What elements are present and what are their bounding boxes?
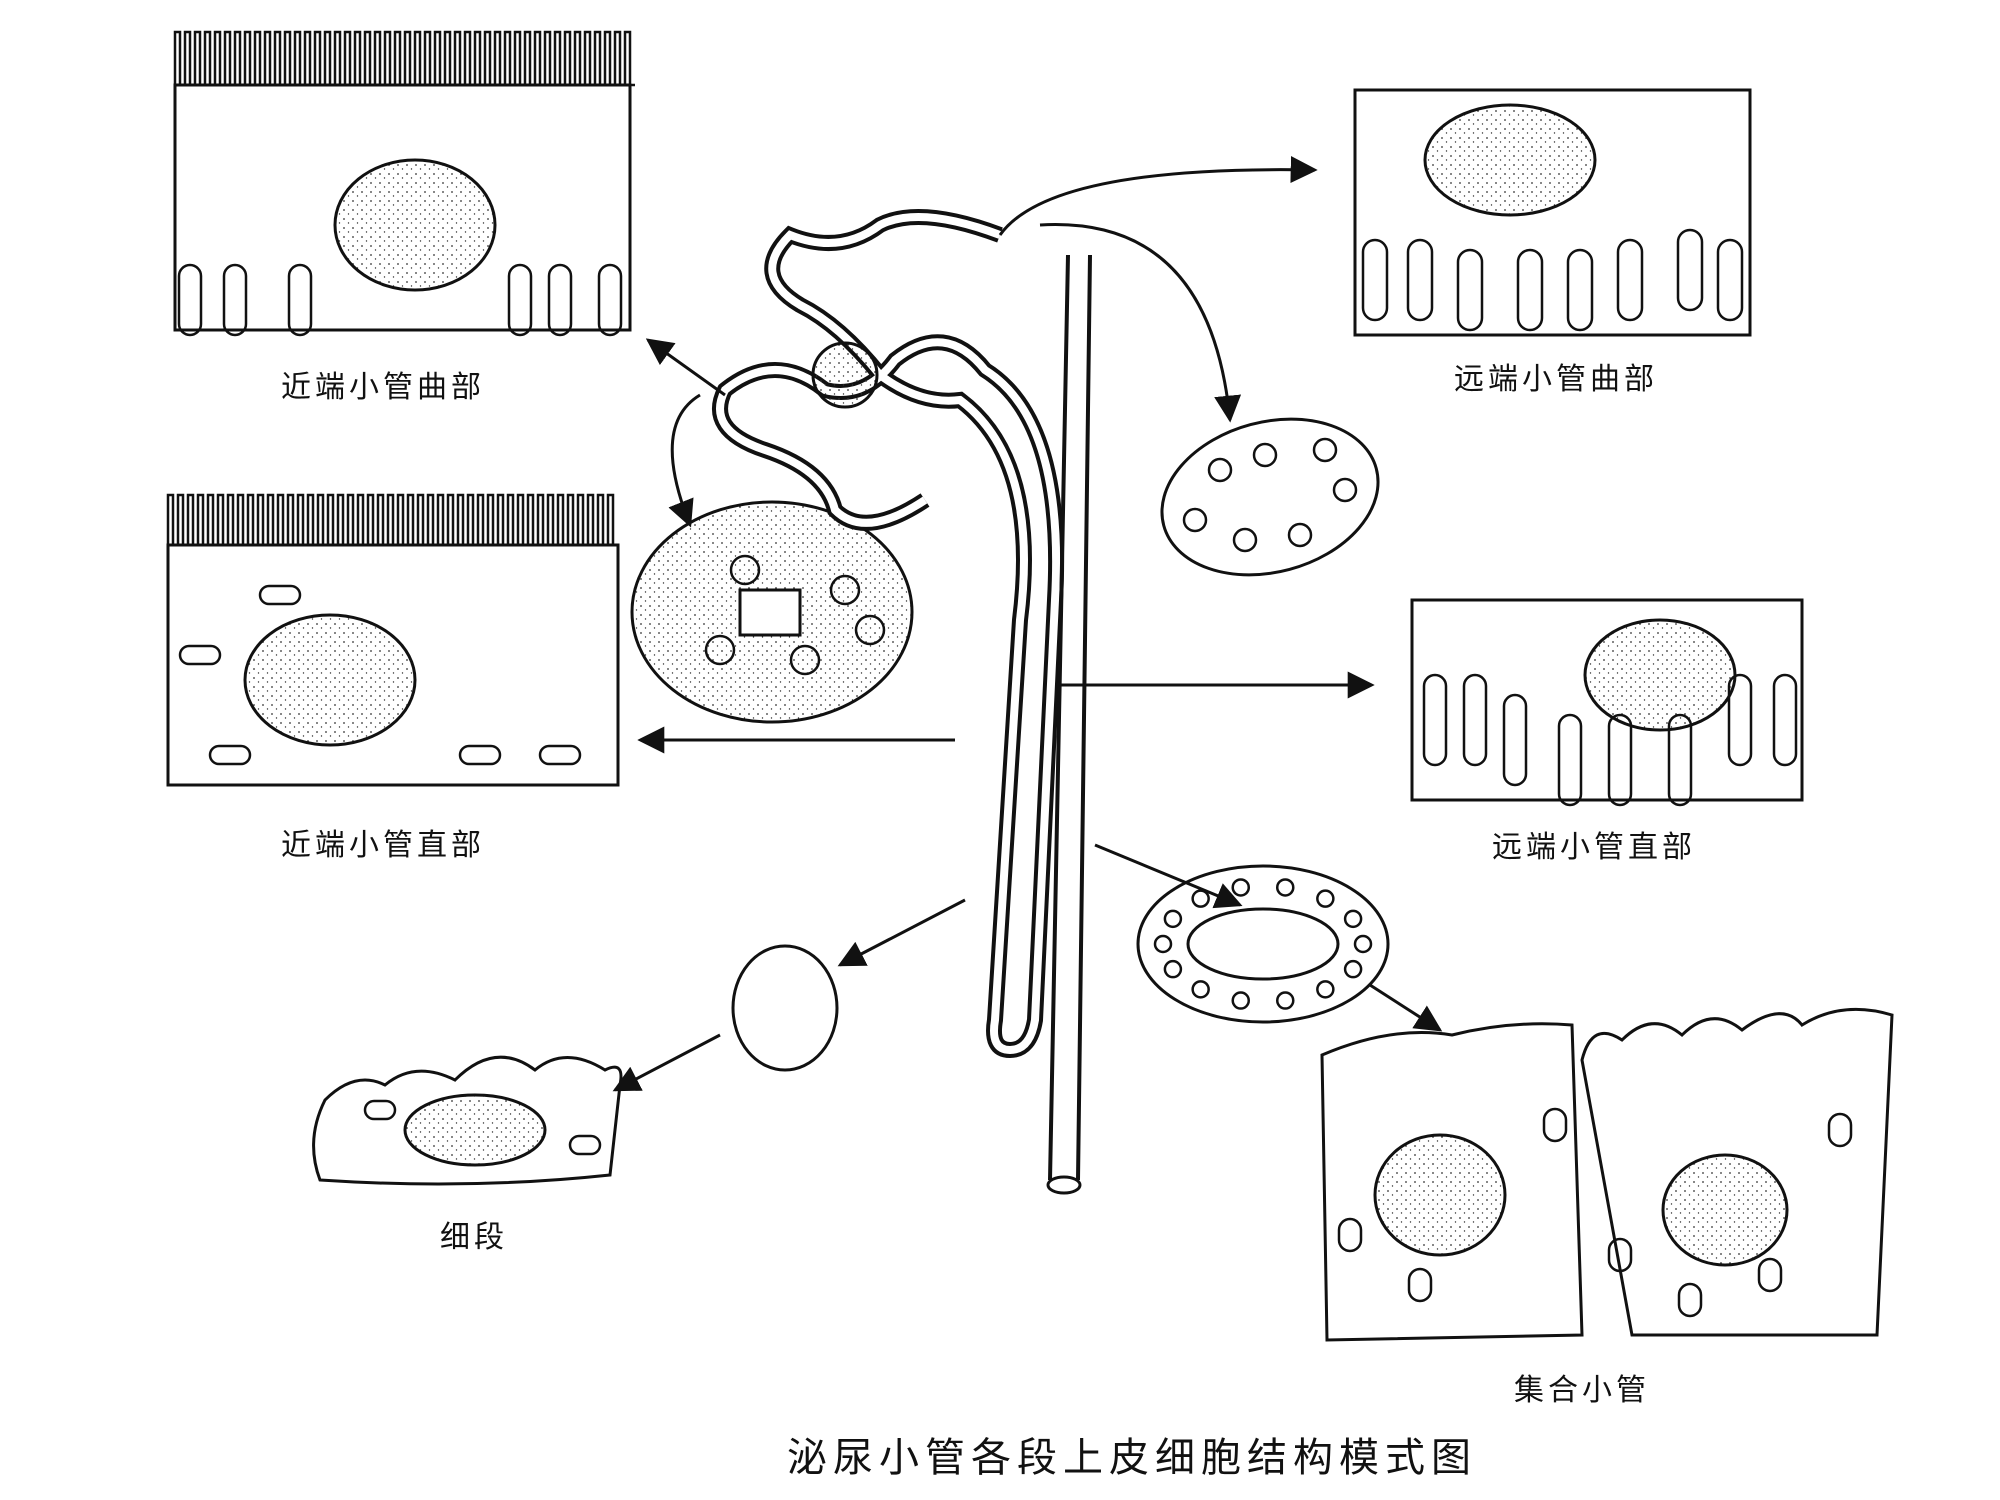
- cross-section-nucleus: [1312, 437, 1338, 463]
- label-distal-straight: 远端小管直部: [1492, 830, 1696, 865]
- mitochondrion: [222, 263, 248, 337]
- label-thin-segment: 细段: [440, 1220, 508, 1255]
- mitochondrion: [1677, 1282, 1703, 1318]
- label-distal-convoluted: 远端小管曲部: [1454, 362, 1658, 397]
- mitochondrion: [568, 1134, 602, 1156]
- brush-border: [173, 30, 635, 87]
- cross-section-nucleus: [1353, 934, 1373, 954]
- cross-section-nucleus: [789, 644, 821, 676]
- cross-section-nucleus: [1163, 909, 1183, 929]
- mitochondrion: [1422, 673, 1448, 767]
- cross-section-nucleus: [1207, 457, 1233, 483]
- cross-section-nucleus: [1231, 878, 1250, 897]
- mitochondrion: [1337, 1217, 1363, 1253]
- mitochondrion: [258, 584, 302, 606]
- label-proximal-convoluted: 近端小管曲部: [281, 370, 485, 405]
- mitochondrion: [1727, 673, 1753, 767]
- cross-section-nucleus: [704, 634, 736, 666]
- cross-section-nucleus: [1252, 442, 1278, 468]
- mitochondrion: [178, 644, 222, 666]
- collecting-duct-cell-right: [1580, 1007, 1894, 1337]
- mitochondrion: [1757, 1257, 1783, 1293]
- cross-section-nucleus: [1182, 507, 1208, 533]
- mitochondrion: [1502, 693, 1528, 787]
- mitochondrion: [1607, 713, 1633, 807]
- mitochondrion: [538, 744, 582, 766]
- mitochondrion: [1456, 248, 1484, 332]
- cross-section-nucleus: [1276, 878, 1295, 897]
- cross-section-nucleus: [854, 614, 886, 646]
- mitochondrion: [1566, 248, 1594, 332]
- mitochondrion: [1616, 238, 1644, 322]
- collecting-cross-section: [1136, 864, 1390, 1024]
- cross-section-nucleus: [1343, 959, 1363, 979]
- mitochondrion: [507, 263, 533, 337]
- glomerulus: [811, 341, 879, 409]
- collecting-duct-cell-left: [1320, 1022, 1584, 1342]
- mitochondrion: [1542, 1107, 1568, 1143]
- mitochondrion: [1772, 673, 1798, 767]
- figure-title: 泌尿小管各段上皮细胞结构模式图: [787, 1435, 1477, 1481]
- mitochondrion: [1557, 713, 1583, 807]
- mitochondrion: [1607, 1237, 1633, 1273]
- cross-section-nucleus: [1343, 909, 1363, 929]
- mitochondrion: [177, 263, 203, 337]
- label-proximal-straight: 近端小管直部: [281, 828, 485, 863]
- mitochondrion: [1407, 1267, 1433, 1303]
- thin-segment-cell: [312, 1055, 623, 1186]
- mitochondrion: [287, 263, 313, 337]
- cross-section-nucleus: [1287, 522, 1313, 548]
- thin-cross-section: [731, 944, 839, 1072]
- brush-border: [166, 493, 618, 547]
- cross-section-nucleus: [1316, 889, 1335, 908]
- cross-section-nucleus: [1191, 980, 1210, 999]
- cross-section-nucleus: [1332, 477, 1358, 503]
- mitochondrion: [1676, 228, 1704, 312]
- mitochondrion: [1716, 238, 1744, 322]
- mitochondrion: [363, 1099, 397, 1121]
- cross-section-nucleus: [1231, 991, 1250, 1010]
- cross-section-nucleus: [1191, 889, 1210, 908]
- cross-section-nucleus: [1163, 959, 1183, 979]
- cross-section-nucleus: [729, 554, 761, 586]
- mitochondrion: [458, 744, 502, 766]
- mitochondrion: [597, 263, 623, 337]
- collecting-duct: [1048, 254, 1092, 1181]
- mitochondrion: [1462, 673, 1488, 767]
- cross-section-nucleus: [1276, 991, 1295, 1010]
- mitochondrion: [1406, 238, 1434, 322]
- mitochondrion: [1516, 248, 1544, 332]
- label-collecting-duct: 集合小管: [1514, 1373, 1650, 1408]
- mitochondrion: [1827, 1112, 1853, 1148]
- mitochondrion: [208, 744, 252, 766]
- mitochondrion: [1361, 238, 1389, 322]
- cross-section-nucleus: [829, 574, 861, 606]
- cross-section-nucleus: [1232, 527, 1258, 553]
- arrows: [612, 156, 1443, 1092]
- mitochondrion: [1667, 713, 1693, 807]
- cross-section-nucleus: [1153, 934, 1173, 954]
- cross-section-nucleus: [1316, 980, 1335, 999]
- distal-straight-cell: [1410, 598, 1804, 802]
- distal-convoluted-cell: [1353, 88, 1752, 337]
- mitochondrion: [547, 263, 573, 337]
- distal-cross-section: [1160, 417, 1380, 577]
